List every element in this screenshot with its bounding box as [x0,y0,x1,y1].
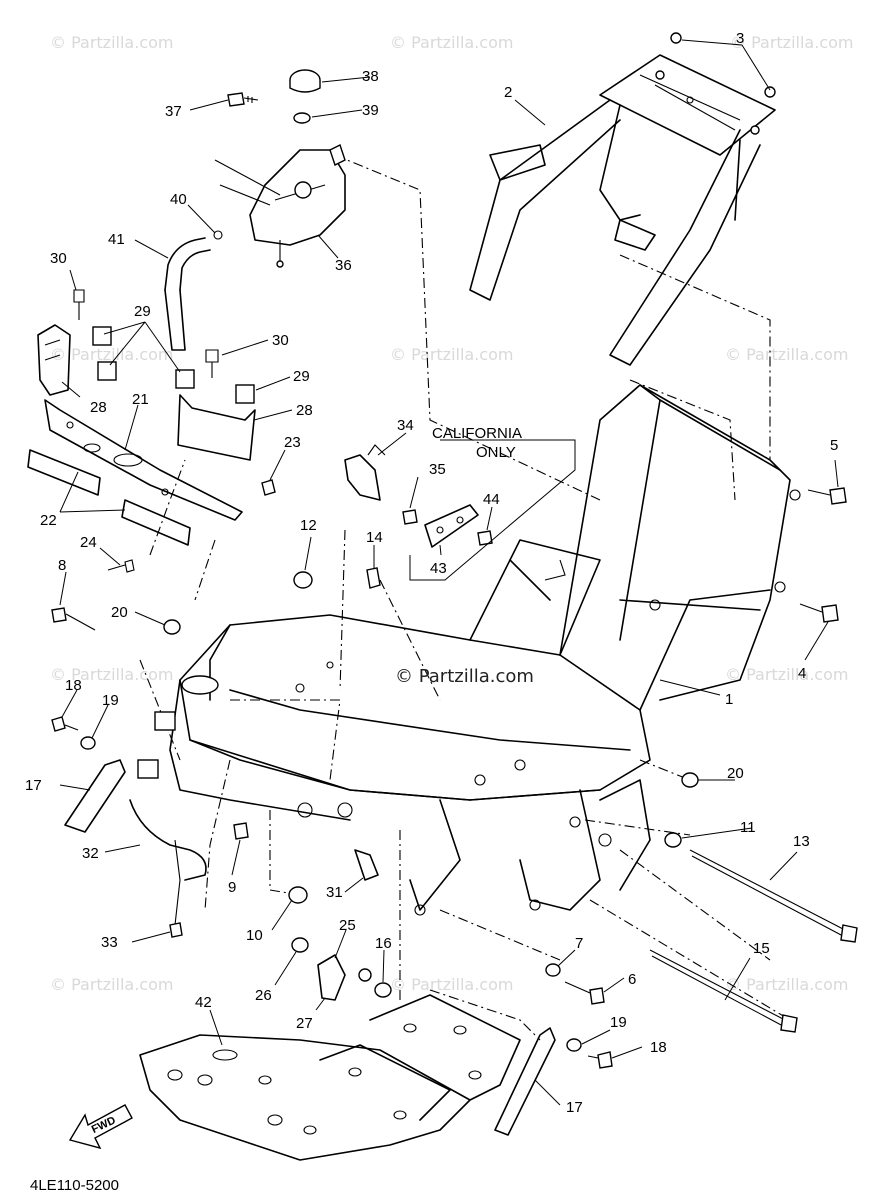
watermark: © Partzilla.com [390,345,513,364]
callout-42: 42 [195,994,212,1011]
callout-9: 9 [228,879,236,896]
callout-28b: 28 [296,402,313,419]
watermark: © Partzilla.com [390,33,513,52]
watermark: © Partzilla.com [725,975,848,994]
watermark: © Partzilla.com [50,345,173,364]
callout-20: 20 [111,604,128,621]
callout-5: 5 [830,437,838,454]
callout-36: 36 [335,257,352,274]
fwd-arrow: FWD [68,1104,133,1150]
harness-parts [129,799,379,938]
callout-30: 30 [50,250,67,267]
callout-29: 29 [134,303,151,320]
callout-12: 12 [300,517,317,534]
callout-27: 27 [296,1015,313,1032]
watermark: © Partzilla.com [50,33,173,52]
california-note-line2: ONLY [476,444,516,461]
callout-11: 11 [740,819,756,836]
callout-21: 21 [132,391,149,408]
front-hardware [51,567,381,833]
callout-8: 8 [58,557,66,574]
callout-22: 22 [40,512,57,529]
callout-35: 35 [429,461,446,478]
callout-3: 3 [736,30,744,47]
watermark: © Partzilla.com [50,975,173,994]
callout-16: 16 [375,935,392,952]
engine-guard [139,994,521,1161]
callout-25: 25 [339,917,356,934]
callout-7: 7 [575,935,583,952]
callout-30b: 30 [272,332,289,349]
lower-hardware [291,772,699,1005]
callout-34: 34 [397,417,414,434]
callout-4: 4 [798,665,806,682]
callout-18: 18 [65,677,82,694]
callout-28: 28 [90,399,107,416]
watermark-center: © Partzilla.com [395,666,534,687]
main-frame [169,384,801,916]
callout-18b: 18 [650,1039,667,1056]
callout-29b: 29 [293,368,310,385]
callout-26: 26 [255,987,272,1004]
callout-31: 31 [326,884,343,901]
callout-44: 44 [483,491,500,508]
callout-6: 6 [628,971,636,988]
assembly-lines [139,154,791,1041]
callout-19: 19 [102,692,119,709]
callout-14: 14 [366,529,383,546]
callout-2: 2 [504,84,512,101]
callout-17: 17 [25,777,42,794]
callout-10: 10 [246,927,263,944]
callout-15: 15 [753,940,770,957]
leader-lines [59,39,839,1106]
diagram-code: 4LE110-5200 [30,1177,119,1194]
watermark: © Partzilla.com [725,665,848,684]
watermark: © Partzilla.com [730,33,853,52]
callout-17b: 17 [566,1099,583,1116]
callout-1: 1 [725,691,733,708]
rear-subframe [469,32,776,366]
callout-41: 41 [108,231,125,248]
callout-37: 37 [165,103,182,120]
callout-33: 33 [101,934,118,951]
callout-labels: 1 2 3 4 5 6 7 8 9 10 11 12 13 14 15 16 1… [25,30,838,1116]
callout-20b: 20 [727,765,744,782]
california-bracket [344,439,576,581]
callout-43: 43 [430,560,447,577]
watermark-layer: © Partzilla.com © Partzilla.com © Partzi… [50,33,853,994]
callout-23: 23 [284,434,301,451]
callout-32: 32 [82,845,99,862]
california-note-line1: CALIFORNIA [432,425,522,442]
front-plates [27,399,276,573]
left-brackets [37,289,256,461]
callout-13: 13 [793,833,810,850]
right-bolts [494,487,858,1136]
watermark: © Partzilla.com [390,975,513,994]
reservoir-hardware [164,69,321,351]
callout-40: 40 [170,191,187,208]
reservoir-tank [214,144,346,268]
callout-39: 39 [362,102,379,119]
watermark: © Partzilla.com [725,345,848,364]
callout-19b: 19 [610,1014,627,1031]
callout-38: 38 [362,68,379,85]
watermark: © Partzilla.com [50,665,173,684]
callout-24: 24 [80,534,97,551]
